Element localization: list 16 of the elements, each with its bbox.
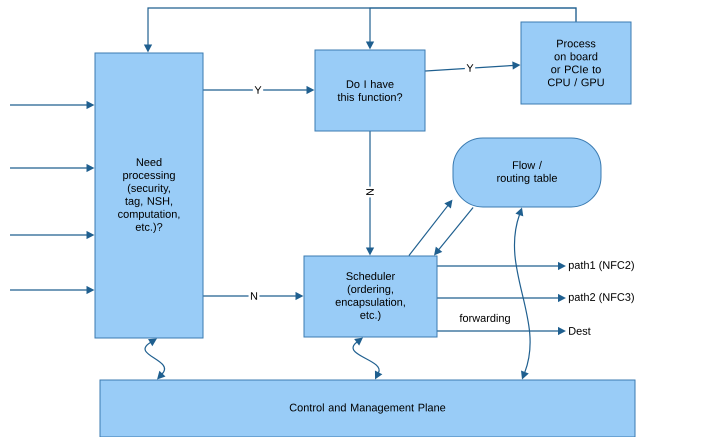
process-box: Need processing (security, tag, NSH, computation, etc.)? bbox=[94, 52, 204, 338]
edge-label: N bbox=[364, 186, 376, 198]
output-label: path2 (NFC3) bbox=[568, 292, 634, 304]
arrow bbox=[144, 338, 166, 380]
table-terminal: Flow / routing table bbox=[452, 138, 602, 208]
process-box: Do I have this function? bbox=[314, 50, 426, 132]
process-box: Control and Management Plane bbox=[100, 380, 636, 437]
edge-label: Y bbox=[252, 84, 264, 96]
process-box: Scheduler (ordering, encapsulation, etc.) bbox=[304, 256, 438, 338]
output-label: path1 (NFC2) bbox=[568, 260, 634, 272]
edge-label: Y bbox=[464, 62, 476, 74]
output-label: Dest bbox=[569, 327, 591, 335]
process-box: Process on board or PCIe to CPU / GPU bbox=[520, 22, 632, 104]
edge-label: N bbox=[248, 290, 260, 302]
arrow bbox=[434, 207, 474, 256]
edge-label: forwarding bbox=[460, 314, 510, 324]
